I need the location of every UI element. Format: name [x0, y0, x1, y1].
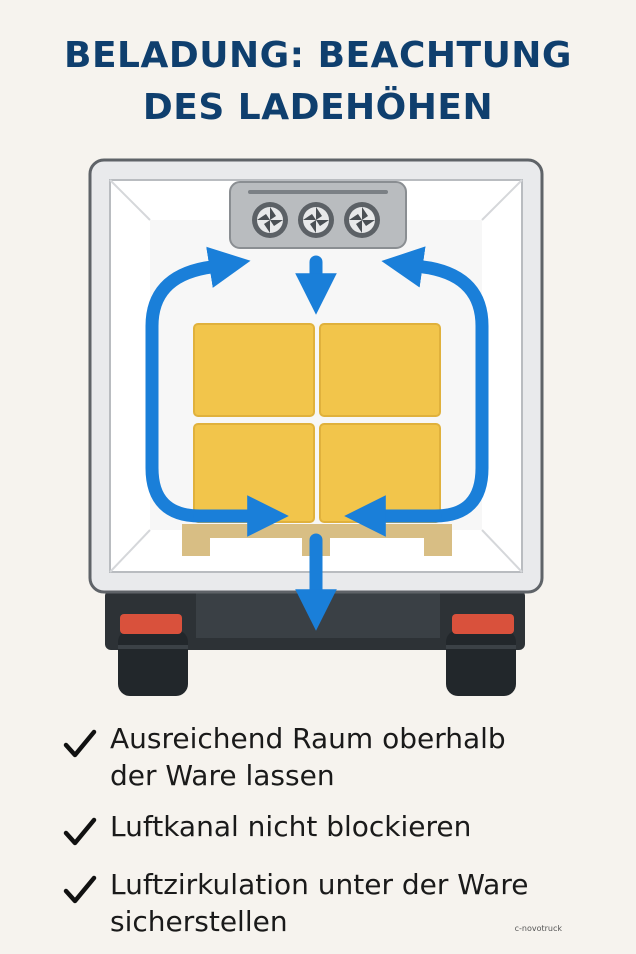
title-line-1: BELADUNG: BEACHTUNG [64, 35, 572, 76]
list-item: Luftkanal nicht blockieren [60, 808, 600, 852]
cargo-box-icon [193, 423, 315, 523]
airflow-arrow-icon [145, 246, 265, 523]
wheel-left-icon [118, 630, 188, 696]
truck-diagram [88, 158, 544, 696]
wheel-left-tread [118, 645, 188, 649]
page-title: BELADUNG: BEACHTUNG DES LADEHÖHEN [0, 30, 636, 134]
list-item-line-1: Ausreichend Raum oberhalb [110, 722, 506, 755]
fan-icon [252, 202, 288, 238]
credit-text: c-novotruck [514, 924, 562, 933]
list-item-line-1: Luftkanal nicht blockieren [110, 810, 472, 843]
cooling-unit-icon [229, 181, 407, 249]
list-item: Ausreichend Raum oberhalb der Ware lasse… [60, 720, 600, 794]
checklist: Ausreichend Raum oberhalb der Ware lasse… [60, 720, 600, 954]
tail-light-right-icon [452, 614, 514, 634]
checkmark-icon [60, 724, 100, 764]
list-item-line-1: Luftzirkulation unter der Ware [110, 868, 529, 901]
list-item-line-2: der Ware lassen [110, 759, 335, 792]
fan-icon [298, 202, 334, 238]
list-item-line-2: sicherstellen [110, 905, 288, 938]
list-item-text: Ausreichend Raum oberhalb der Ware lasse… [110, 720, 506, 794]
wheel-right-tread [446, 645, 516, 649]
list-item-text: Luftkanal nicht blockieren [110, 808, 471, 845]
wheel-right-icon [446, 630, 516, 696]
cargo-box-icon [193, 323, 315, 417]
list-item: Luftzirkulation unter der Ware sicherste… [60, 866, 600, 940]
title-line-2: DES LADEHÖHEN [142, 87, 494, 128]
list-item-text: Luftzirkulation unter der Ware sicherste… [110, 866, 528, 940]
cargo-box-icon [319, 323, 441, 417]
checkmark-icon [60, 812, 100, 852]
tail-light-left-icon [120, 614, 182, 634]
cargo-box-icon [319, 423, 441, 523]
fan-icon [344, 202, 380, 238]
checkmark-icon [60, 870, 100, 910]
airflow-arrow-icon [368, 246, 489, 523]
